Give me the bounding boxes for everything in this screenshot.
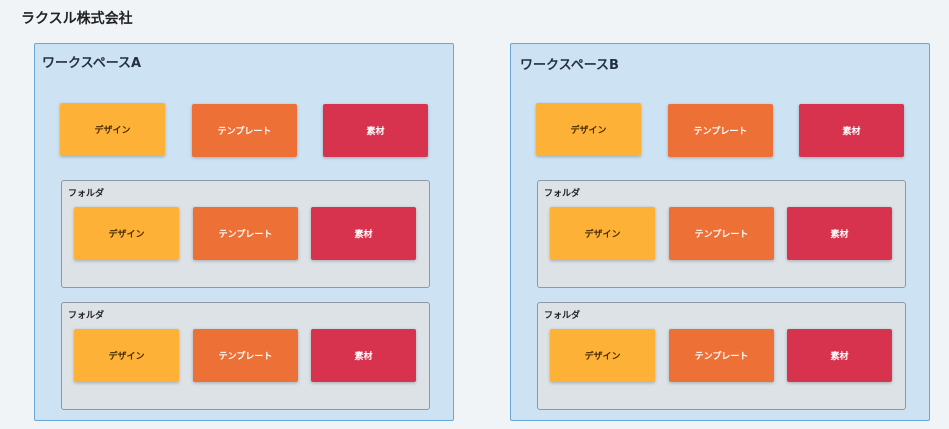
material-card[interactable]: 素材 <box>311 329 416 382</box>
folder[interactable]: フォルダ デザイン テンプレート 素材 <box>61 180 430 288</box>
template-card[interactable]: テンプレート <box>193 329 298 382</box>
workspace-title: ワークスペースB <box>520 58 619 73</box>
folder-label: フォルダ <box>544 311 581 321</box>
workspace-b: ワークスペースB デザイン テンプレート 素材 フォルダ デザイン テンプレート… <box>510 43 930 421</box>
folder-label: フォルダ <box>68 311 105 321</box>
folder[interactable]: フォルダ デザイン テンプレート 素材 <box>537 302 906 410</box>
material-card[interactable]: 素材 <box>799 104 904 157</box>
design-card[interactable]: デザイン <box>550 207 655 260</box>
folder[interactable]: フォルダ デザイン テンプレート 素材 <box>537 180 906 288</box>
design-card[interactable]: デザイン <box>74 329 179 382</box>
design-card[interactable]: デザイン <box>536 103 641 156</box>
design-card[interactable]: デザイン <box>60 103 165 156</box>
company-title: ラクスル株式会社 <box>21 11 133 27</box>
template-card[interactable]: テンプレート <box>668 104 773 157</box>
design-card[interactable]: デザイン <box>550 329 655 382</box>
template-card[interactable]: テンプレート <box>193 207 298 260</box>
folder-label: フォルダ <box>544 189 581 199</box>
workspace-a: ワークスペースA デザイン テンプレート 素材 フォルダ デザイン テンプレート… <box>34 43 454 421</box>
material-card[interactable]: 素材 <box>323 104 428 157</box>
template-card[interactable]: テンプレート <box>192 104 297 157</box>
material-card[interactable]: 素材 <box>311 207 416 260</box>
design-card[interactable]: デザイン <box>74 207 179 260</box>
template-card[interactable]: テンプレート <box>669 329 774 382</box>
folder-label: フォルダ <box>68 189 105 199</box>
material-card[interactable]: 素材 <box>787 329 892 382</box>
material-card[interactable]: 素材 <box>787 207 892 260</box>
folder[interactable]: フォルダ デザイン テンプレート 素材 <box>61 302 430 410</box>
template-card[interactable]: テンプレート <box>669 207 774 260</box>
workspace-title: ワークスペースA <box>42 56 142 71</box>
